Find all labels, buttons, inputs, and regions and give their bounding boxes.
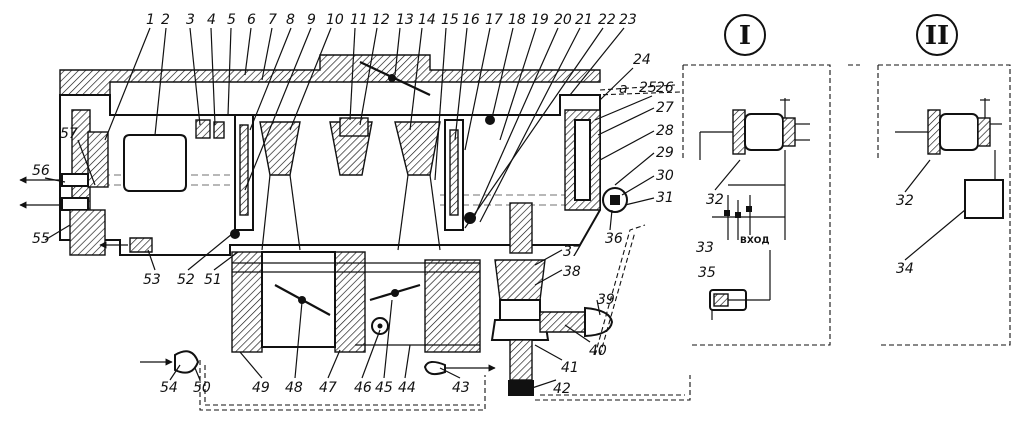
label-12: 12 — [372, 12, 390, 28]
label-32-panel-2: 32 — [896, 193, 914, 209]
label-37: 37 — [563, 244, 581, 260]
wire — [199, 360, 486, 411]
carburetor-body — [59, 54, 628, 256]
label-24: 24 — [633, 52, 651, 68]
label-3: 3 — [186, 12, 195, 28]
label-45: 45 — [375, 380, 393, 396]
label-10: 10 — [326, 12, 344, 28]
label-40: 40 — [589, 343, 607, 359]
label-17: 17 — [485, 12, 503, 28]
label-9: 9 — [307, 12, 316, 28]
unit-34 — [964, 179, 1004, 219]
label-54: 54 — [160, 380, 178, 396]
label-13: 13 — [396, 12, 414, 28]
label-35: 35 — [698, 265, 716, 281]
label-32-panel-1: 32 — [706, 192, 724, 208]
label-6: 6 — [247, 12, 256, 28]
bottom-callouts: 57 56 55 53 52 51 54 50 49 48 47 46 45 4… — [32, 126, 623, 397]
label-42: 42 — [553, 381, 571, 397]
label-44: 44 — [398, 380, 416, 396]
throttle-body — [231, 251, 481, 353]
label-19: 19 — [531, 12, 549, 28]
fuel-fittings — [19, 173, 496, 376]
label-11: 11 — [350, 12, 368, 28]
switch-35 — [709, 250, 771, 320]
label-53: 53 — [143, 272, 161, 288]
panel-2: II 32 34 — [848, 14, 1011, 346]
label-4: 4 — [207, 12, 216, 28]
label-38: 38 — [563, 264, 581, 280]
relay-33: ВХОД — [712, 150, 786, 246]
label-50: 50 — [193, 380, 211, 396]
label-30: 30 — [656, 168, 674, 184]
label-14: 14 — [418, 12, 436, 28]
label-20: 20 — [554, 12, 572, 28]
panel-1-circle — [724, 14, 766, 56]
label-a: а — [619, 81, 628, 97]
label-26: 26 — [656, 80, 674, 96]
label-1: 1 — [146, 12, 155, 28]
label-48: 48 — [285, 380, 303, 396]
panel-2-roman: II — [925, 21, 949, 51]
label-31: 31 — [656, 190, 674, 206]
idle-valve — [490, 202, 614, 396]
label-47: 47 — [319, 380, 337, 396]
label-46: 46 — [354, 380, 372, 396]
label-34: 34 — [896, 261, 914, 277]
float — [123, 134, 187, 192]
label-55: 55 — [32, 231, 50, 247]
label-18: 18 — [508, 12, 526, 28]
label-21: 21 — [575, 12, 593, 28]
solenoid-32-panel-1 — [700, 98, 810, 155]
label-51: 51 — [204, 272, 222, 288]
panel-2-circle — [916, 14, 958, 56]
label-52: 52 — [177, 272, 195, 288]
label-33: 33 — [696, 240, 714, 256]
label-7: 7 — [268, 12, 277, 28]
solenoid-32-panel-2 — [895, 98, 1002, 180]
label-29: 29 — [656, 145, 674, 161]
label-28: 28 — [656, 123, 674, 139]
right-callouts: 24 а 25 26 27 28 29 30 31 — [594, 52, 674, 206]
label-5: 5 — [227, 12, 236, 28]
label-56: 56 — [32, 163, 50, 179]
label-39: 39 — [597, 292, 615, 308]
relay-input-label: ВХОД — [740, 236, 769, 246]
panel-1-roman: I — [739, 21, 751, 51]
label-27: 27 — [656, 100, 674, 116]
top-callouts: 1 2 3 4 5 6 7 8 9 10 11 12 13 14 15 16 1… — [104, 12, 637, 229]
label-49: 49 — [252, 380, 270, 396]
label-57: 57 — [60, 126, 78, 142]
label-41: 41 — [561, 360, 579, 376]
label-2: 2 — [161, 12, 170, 28]
label-23: 23 — [619, 12, 637, 28]
label-8: 8 — [286, 12, 295, 28]
label-22: 22 — [598, 12, 616, 28]
label-36: 36 — [605, 231, 623, 247]
label-43: 43 — [452, 380, 470, 396]
label-16: 16 — [462, 12, 480, 28]
panel-1: I ВХОД — [682, 14, 831, 346]
label-25: 25 — [639, 80, 657, 96]
label-15: 15 — [441, 12, 459, 28]
